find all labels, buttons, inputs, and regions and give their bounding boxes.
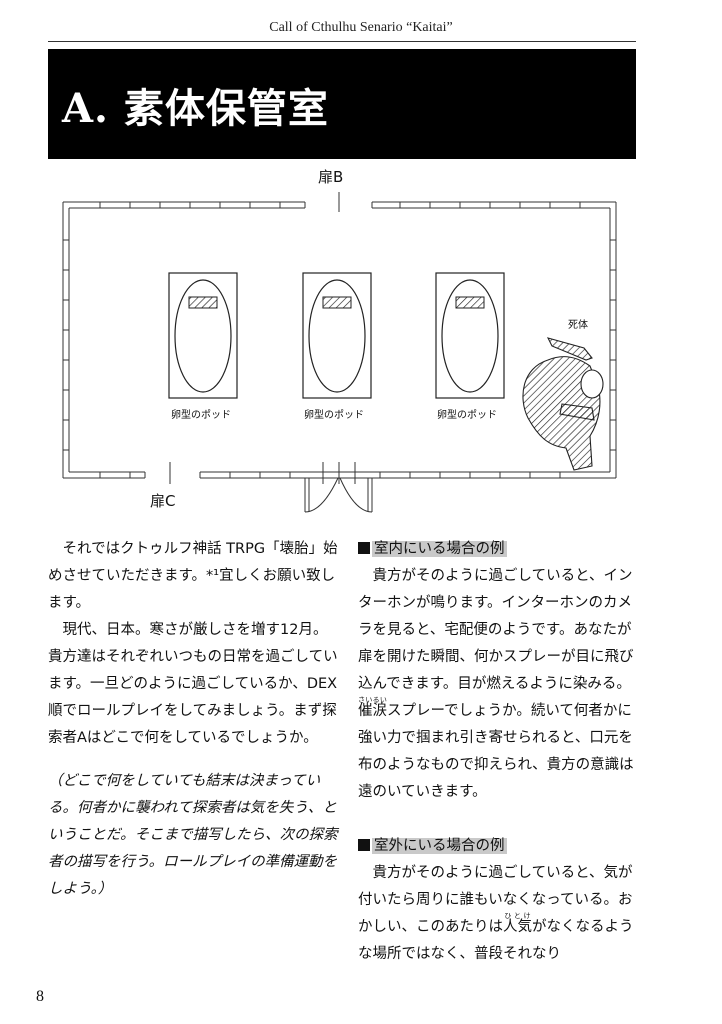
ruby-reading-sairui: さいるい [358,696,387,704]
ruby-hitoke: 人気ひとけ [503,912,532,935]
header-divider [48,41,636,42]
outdoor-heading-label: 室外にいる場合の例 [372,838,507,854]
ruby-base-hitoke: 人気 [503,919,532,935]
door-c-label: 扉C [150,492,175,510]
pod-3-label: 卵型のポッド [437,408,497,421]
right-column: 室内にいる場合の例 貴方がそのように過ごしていると、インターホンが鳴ります。イン… [358,536,643,968]
ruby-reading-hitoke: ひとけ [503,912,532,920]
intro-paragraph: それではクトゥルフ神話 TRPG「壊胎」始めさせていただきます。*¹宜しくお願い… [48,541,338,611]
room-walls [62,201,617,479]
gm-note: （どこで何をしていても結末は決まっている。何者かに襲われて探索者は気を失う、とい… [48,773,338,897]
double-door-icon [304,462,373,513]
corpse-label: 死体 [568,319,588,331]
outdoor-text-part-1: 貴方がそのように過ごしていると、気が付いたら周りに誰もいなくなっている。おかしい… [358,865,633,935]
outdoor-example-heading: 室外にいる場合の例 [358,833,507,860]
setting-paragraph: 現代、日本。寒さが厳しさを増す12月。貴方達はそれぞれいつもの日常を過ごしていま… [48,622,338,746]
pod-1 [168,272,238,399]
pod-3 [435,272,505,399]
section-title: A. 素体保管室 [62,85,329,132]
indoor-heading-label: 室内にいる場合の例 [372,541,507,557]
pod-2 [302,272,372,399]
corpse-icon [522,337,604,471]
indoor-text-part-1: 貴方がそのように過ごしていると、インターホンが鳴ります。インターホンのカメラを見… [358,568,634,692]
indoor-text-part-2: スプレーでしょうか。続いて何者かに強い力で掴まれ引き寄せられると、口元を布のよう… [358,703,634,800]
outdoor-text-part-2: がなくなるような場所ではなく、普段それなり [358,919,634,962]
room-map: 扉B [62,168,617,513]
wall-ticks [63,202,616,478]
pod-2-label: 卵型のポッド [304,408,364,421]
pod-1-label: 卵型のポッド [171,408,231,421]
section-title-band [48,49,636,159]
square-bullet-icon [358,542,370,554]
indoor-example-text: 貴方がそのように過ごしていると、インターホンが鳴ります。インターホンのカメラを見… [358,563,643,806]
square-bullet-icon [358,839,370,851]
page-number: 8 [36,988,44,1005]
left-column: それではクトゥルフ神話 TRPG「壊胎」始めさせていただきます。*¹宜しくお願い… [48,536,338,903]
running-header: Call of Cthulhu Senario “Kaitai” [269,20,453,35]
ruby-sairui: 催涙さいるい [358,696,387,719]
indoor-example-heading: 室内にいる場合の例 [358,536,507,563]
door-b-label: 扉B [318,168,343,186]
outdoor-example-text: 貴方がそのように過ごしていると、気が付いたら周りに誰もいなくなっている。おかしい… [358,860,643,968]
ruby-base-sairui: 催涙 [358,703,387,719]
